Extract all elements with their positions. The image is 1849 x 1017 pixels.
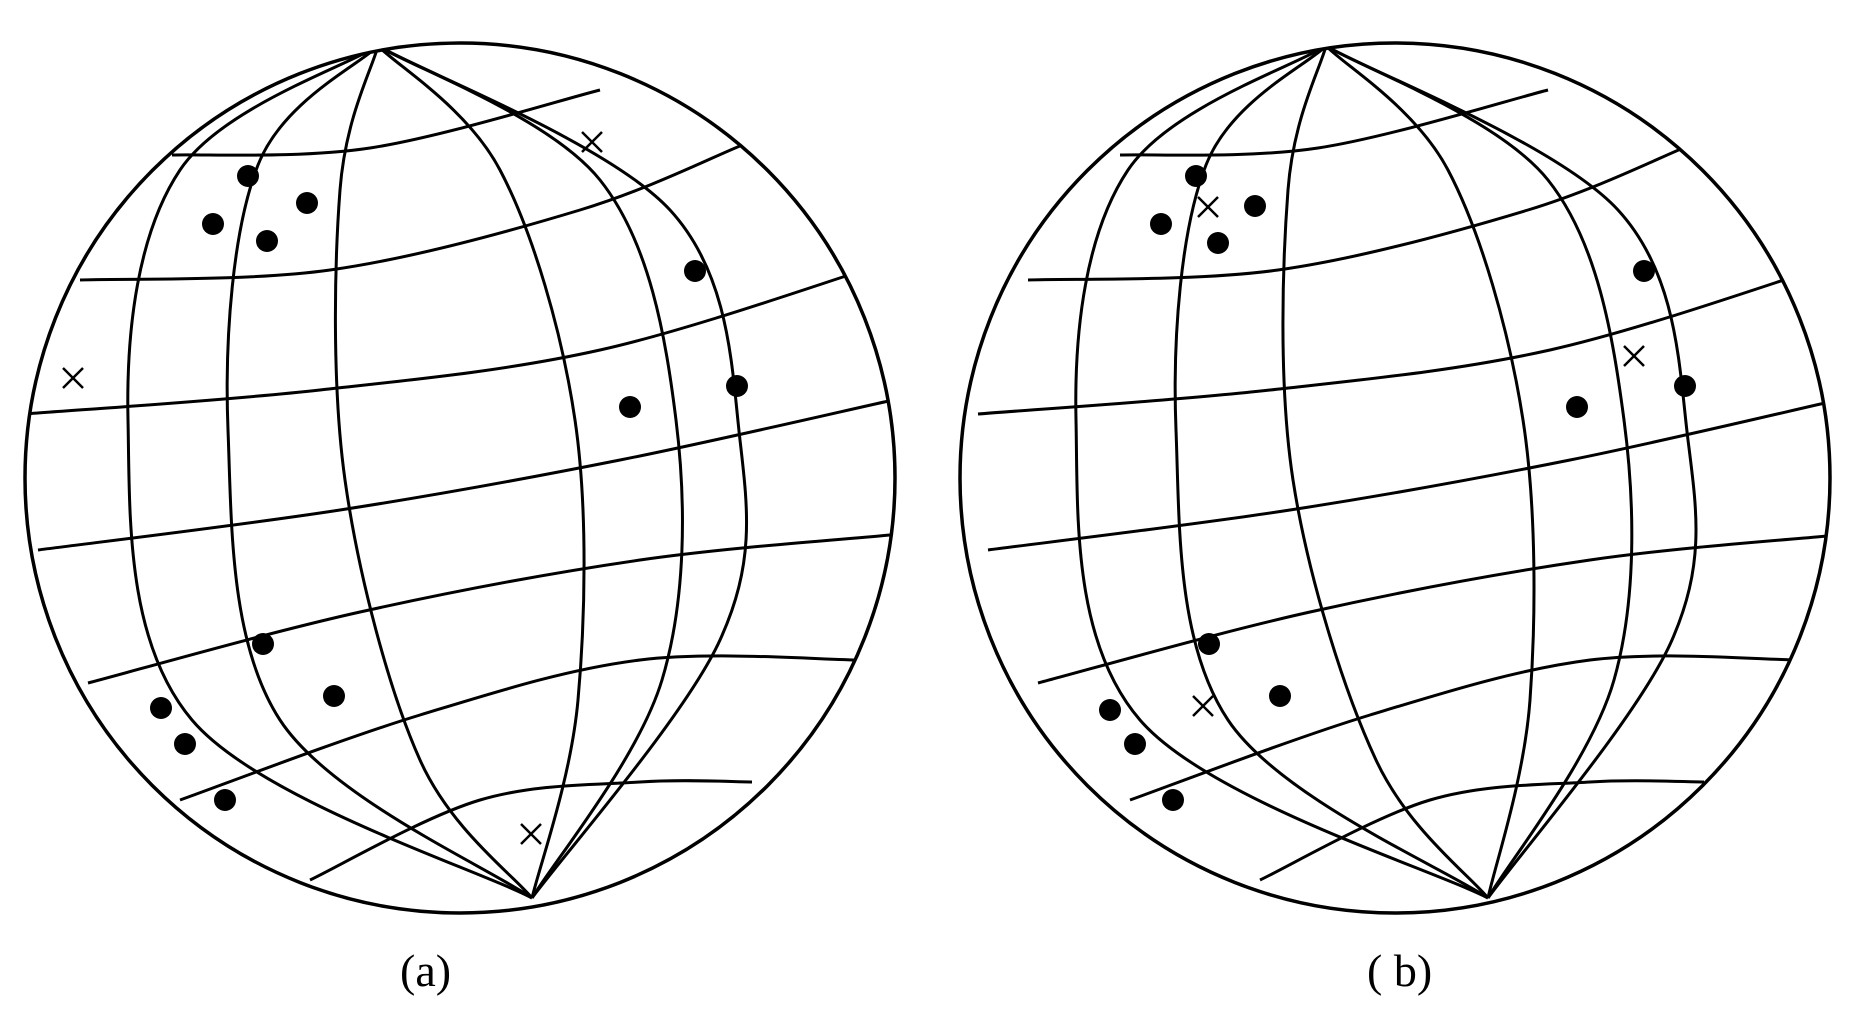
dot-marker xyxy=(296,192,318,214)
panel-a-caption: (a) xyxy=(400,945,452,996)
meridian-line xyxy=(1173,44,1489,900)
dot-marker xyxy=(1674,375,1696,397)
cross-marker xyxy=(520,823,542,845)
dot-marker xyxy=(256,230,278,252)
dot-marker xyxy=(1162,789,1184,811)
parallel-line xyxy=(25,263,881,416)
dot-marker xyxy=(174,733,196,755)
dot-marker xyxy=(323,685,345,707)
meridian-line xyxy=(1074,44,1489,900)
dot-marker xyxy=(684,260,706,282)
meridian-line xyxy=(377,44,749,899)
parallel-line xyxy=(309,779,753,882)
globe-outline xyxy=(958,41,1832,915)
meridian-line xyxy=(1324,44,1536,899)
panel-b-caption: ( b) xyxy=(1367,945,1433,996)
meridian-line xyxy=(376,44,586,899)
dot-marker xyxy=(1566,396,1588,418)
dot-marker xyxy=(150,697,172,719)
parallel-line xyxy=(1027,144,1689,282)
cross-marker xyxy=(62,367,84,389)
parallel-line xyxy=(1119,88,1549,157)
parallel-line xyxy=(37,398,894,552)
meridian-line xyxy=(225,44,533,900)
meridian-line xyxy=(126,44,533,900)
parallel-line xyxy=(1259,779,1705,882)
dot-marker xyxy=(1099,699,1121,721)
dot-marker xyxy=(1244,195,1266,217)
parallel-line xyxy=(1129,654,1801,802)
parallel-line xyxy=(977,263,1830,416)
dot-marker xyxy=(252,633,274,655)
parallel-line xyxy=(179,654,861,802)
parallel-line xyxy=(171,88,601,157)
meridian-line xyxy=(1325,44,1698,899)
dot-marker xyxy=(726,375,748,397)
dot-marker xyxy=(1185,165,1207,187)
meridian-line xyxy=(1325,44,1634,899)
dot-marker xyxy=(214,789,236,811)
dot-marker xyxy=(202,213,224,235)
graticule xyxy=(25,44,894,900)
panel-b-globe xyxy=(958,41,1832,915)
dot-marker xyxy=(1124,733,1146,755)
dot-marker xyxy=(1269,685,1291,707)
cross-marker xyxy=(1197,196,1219,218)
parallel-line xyxy=(79,144,741,282)
dot-marker xyxy=(1207,232,1229,254)
globe-outline xyxy=(23,41,897,915)
dot-marker xyxy=(1633,260,1655,282)
meridian-line xyxy=(333,45,534,899)
cross-marker xyxy=(1192,695,1214,717)
panel-a-globe xyxy=(23,41,897,915)
parallel-line xyxy=(87,533,891,685)
dot-marker xyxy=(1198,633,1220,655)
meridian-line xyxy=(377,44,684,899)
cross-marker xyxy=(581,131,603,153)
meridian-line xyxy=(1281,45,1490,899)
parallel-line xyxy=(987,398,1830,552)
dot-marker xyxy=(237,165,259,187)
dot-marker xyxy=(619,396,641,418)
graticule xyxy=(977,44,1830,900)
cross-marker xyxy=(1623,345,1645,367)
parallel-line xyxy=(1037,533,1830,685)
dot-marker xyxy=(1150,213,1172,235)
